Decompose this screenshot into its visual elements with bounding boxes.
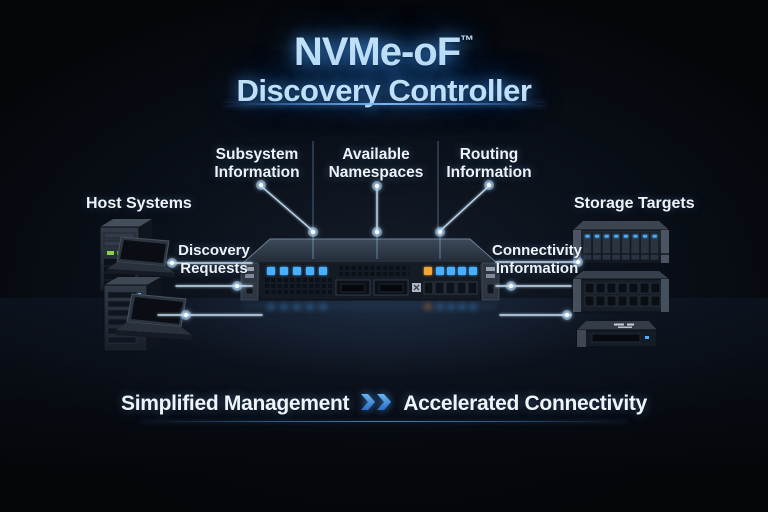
storage-array-2-icon <box>572 271 670 313</box>
network-port-icons <box>335 279 421 296</box>
host-laptop-icon <box>107 236 175 277</box>
output-label-subsystem-information: Subsystem Information <box>214 146 300 181</box>
host-systems-heading: Host Systems <box>86 195 192 212</box>
rack-ear-right <box>481 262 500 301</box>
footer-tagline: Simplified Management Accelerated Connec… <box>0 392 768 416</box>
output-label-routing-information: Routing Information <box>446 146 532 181</box>
label-separator-lines <box>312 141 439 231</box>
discovery-requests-label: Discovery Requests <box>178 242 250 277</box>
host-laptop2-icon <box>116 293 192 340</box>
drive-slot-grid <box>584 282 661 307</box>
connection-dots <box>167 180 583 320</box>
led-reflection <box>243 302 497 310</box>
storage-targets-heading: Storage Targets <box>574 195 695 212</box>
status-leds-right <box>424 267 477 275</box>
trademark-symbol: ™ <box>460 32 475 48</box>
light-beams <box>312 233 441 259</box>
storage-appliance-icon <box>576 321 658 348</box>
connectivity-information-label: Connectivity Information <box>491 242 582 277</box>
title-glow <box>184 0 584 150</box>
drive-led-icons <box>585 235 657 238</box>
page-title: NVMe-oF™ Discovery Controller <box>0 18 768 107</box>
status-leds-left <box>267 267 327 275</box>
title-product: NVMe-oF™ <box>0 18 768 74</box>
drive-slots-vertical <box>582 232 669 261</box>
footer-right-text: Accelerated Connectivity <box>403 392 647 415</box>
footer-left-text: Simplified Management <box>121 392 350 415</box>
ethernet-port-icons <box>423 281 478 295</box>
title-subtitle: Discovery Controller <box>236 73 532 108</box>
brand-marks <box>614 323 634 328</box>
discovery-controller-appliance <box>240 238 500 310</box>
double-chevron-right-icon <box>360 392 392 416</box>
footer-underline <box>140 421 628 422</box>
output-label-available-namespaces: Available Namespaces <box>328 146 424 181</box>
title-underline <box>225 103 545 105</box>
storage-array-icon <box>572 221 670 264</box>
vent-grid <box>265 266 409 294</box>
title-product-text: NVMe-oF <box>293 30 461 74</box>
